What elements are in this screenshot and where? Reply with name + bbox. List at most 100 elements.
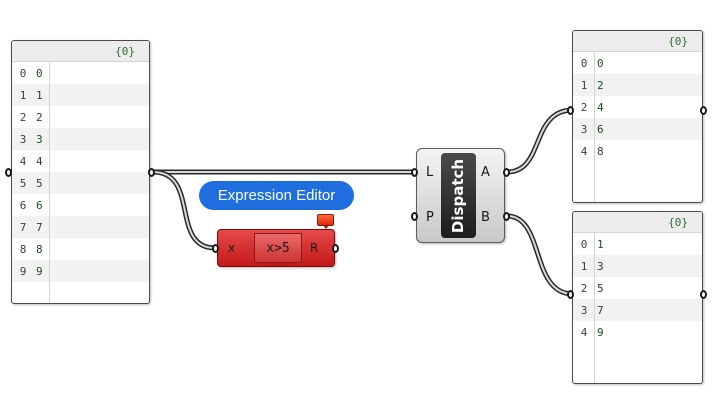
row-value: 0 xyxy=(36,66,43,80)
row-value: 5 xyxy=(36,176,43,190)
row-index: 9 xyxy=(19,264,27,278)
dispatch-list-grip[interactable] xyxy=(411,168,418,177)
dispatch-b-grip[interactable] xyxy=(503,212,510,221)
row-index: 1 xyxy=(19,88,27,102)
row-value: 8 xyxy=(597,144,604,158)
row-value: 2 xyxy=(36,110,43,124)
row-index: 2 xyxy=(580,100,588,114)
row-value: 9 xyxy=(36,264,43,278)
row-value: 1 xyxy=(597,237,604,251)
row-value: 0 xyxy=(597,56,604,70)
row-value: 1 xyxy=(36,88,43,102)
row-index: 7 xyxy=(19,220,27,234)
row-index: 6 xyxy=(19,198,27,212)
row-value: 3 xyxy=(36,132,43,146)
row-value: 7 xyxy=(36,220,43,234)
dispatch-input-pattern[interactable]: P xyxy=(426,210,434,225)
row-index: 0 xyxy=(19,66,27,80)
input-panel-output-grip[interactable] xyxy=(148,168,155,177)
row-index: 3 xyxy=(19,132,27,146)
output-panel-b-input-grip[interactable] xyxy=(567,290,574,299)
panel-path-label: {0} xyxy=(573,31,702,52)
expression-component[interactable]: x x>5 R xyxy=(217,214,335,267)
row-value: 5 xyxy=(597,281,604,295)
expression-input-grip[interactable] xyxy=(212,244,219,253)
dispatch-a-grip[interactable] xyxy=(503,168,510,177)
expression-output-r[interactable]: R xyxy=(310,241,319,255)
dispatch-pattern-grip[interactable] xyxy=(411,212,418,221)
panel-divider xyxy=(594,233,595,383)
dispatch-input-list[interactable]: L xyxy=(426,165,434,180)
row-value: 4 xyxy=(36,154,43,168)
panel-divider xyxy=(49,62,50,303)
row-index: 4 xyxy=(19,154,27,168)
row-value: 9 xyxy=(597,325,604,339)
row-index: 4 xyxy=(580,144,588,158)
expression-text[interactable]: x>5 xyxy=(254,233,302,263)
wire-dispatch-a-to-panel-a xyxy=(504,107,576,175)
row-index: 1 xyxy=(580,78,588,92)
output-panel-a-output-grip[interactable] xyxy=(700,106,707,115)
expression-output-grip[interactable] xyxy=(332,244,339,253)
row-value: 2 xyxy=(597,78,604,92)
input-panel-input-grip[interactable] xyxy=(5,168,12,177)
dispatch-output-b[interactable]: B xyxy=(481,210,490,225)
row-index: 2 xyxy=(19,110,27,124)
panel-path-label: {0} xyxy=(12,41,149,62)
dispatch-name-plate: Dispatch xyxy=(441,153,476,238)
expression-editor-tooltip: Expression Editor xyxy=(199,181,354,210)
row-index: 0 xyxy=(580,56,588,70)
row-index: 3 xyxy=(580,122,588,136)
row-value: 8 xyxy=(36,242,43,256)
panel-path-label: {0} xyxy=(573,212,702,233)
row-index: 8 xyxy=(19,242,27,256)
row-value: 3 xyxy=(597,259,604,273)
row-value: 6 xyxy=(597,122,604,136)
row-index: 2 xyxy=(580,281,588,295)
row-index: 3 xyxy=(580,303,588,317)
dispatch-output-a[interactable]: A xyxy=(481,165,490,180)
panel-divider xyxy=(594,52,595,202)
row-index: 4 xyxy=(580,325,588,339)
message-flag-icon[interactable] xyxy=(317,214,334,229)
dispatch-component[interactable]: L P Dispatch A B xyxy=(416,148,505,243)
row-index: 5 xyxy=(19,176,27,190)
wire-dispatch-b-to-panel-b xyxy=(504,213,576,297)
row-value: 6 xyxy=(36,198,43,212)
row-index: 1 xyxy=(580,259,588,273)
row-value: 7 xyxy=(597,303,604,317)
row-value: 4 xyxy=(597,100,604,114)
output-panel-a-input-grip[interactable] xyxy=(567,106,574,115)
expression-input-x[interactable]: x xyxy=(228,241,236,255)
output-panel-b-output-grip[interactable] xyxy=(700,290,707,299)
row-index: 0 xyxy=(580,237,588,251)
